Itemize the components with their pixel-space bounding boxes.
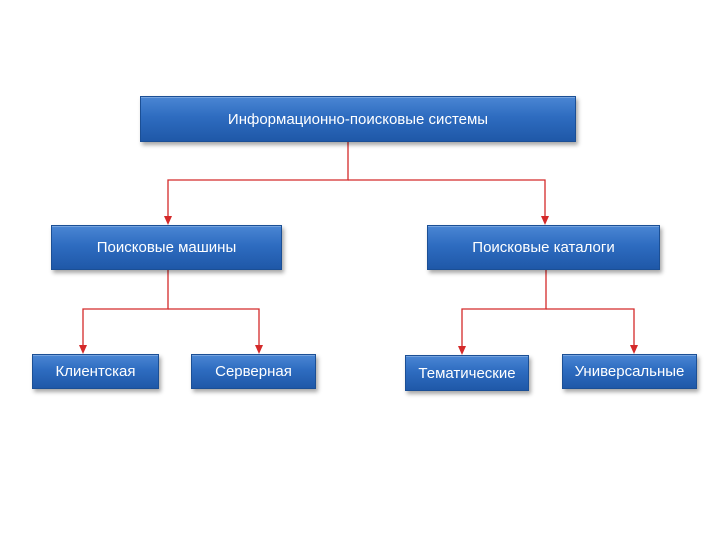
connector-engines-to-client [82, 270, 169, 351]
node-server: Серверная [191, 354, 316, 389]
node-universal: Универсальные [562, 354, 697, 389]
node-label: Поисковые каталоги [472, 239, 615, 256]
node-label: Тематические [418, 364, 516, 382]
connector-root-to-search-engines [167, 142, 349, 222]
node-label: Информационно-поисковые системы [227, 110, 489, 128]
node-label: Серверная [215, 363, 292, 380]
arrowhead-search-catalogs [541, 216, 549, 225]
node-label: Поисковые машины [96, 239, 237, 256]
arrowhead-client [79, 345, 87, 354]
connector-engines-to-server [168, 308, 260, 351]
node-search-catalogs: Поисковые каталоги [427, 225, 660, 270]
node-thematic: Тематические [405, 355, 529, 391]
node-label: Универсальные [574, 363, 685, 380]
connector-root-to-search-catalogs [348, 179, 546, 222]
node-information-retrieval-systems: Информационно-поисковые системы [140, 96, 576, 142]
node-label: Клиентская [55, 363, 136, 380]
arrowhead-universal [630, 345, 638, 354]
arrowhead-server [255, 345, 263, 354]
node-client: Клиентская [32, 354, 159, 389]
connector-catalogs-to-thematic [461, 270, 547, 352]
connector-catalogs-to-universal [546, 308, 635, 351]
arrowhead-thematic [458, 346, 466, 355]
node-search-engines: Поисковые машины [51, 225, 282, 270]
arrowhead-search-engines [164, 216, 172, 225]
